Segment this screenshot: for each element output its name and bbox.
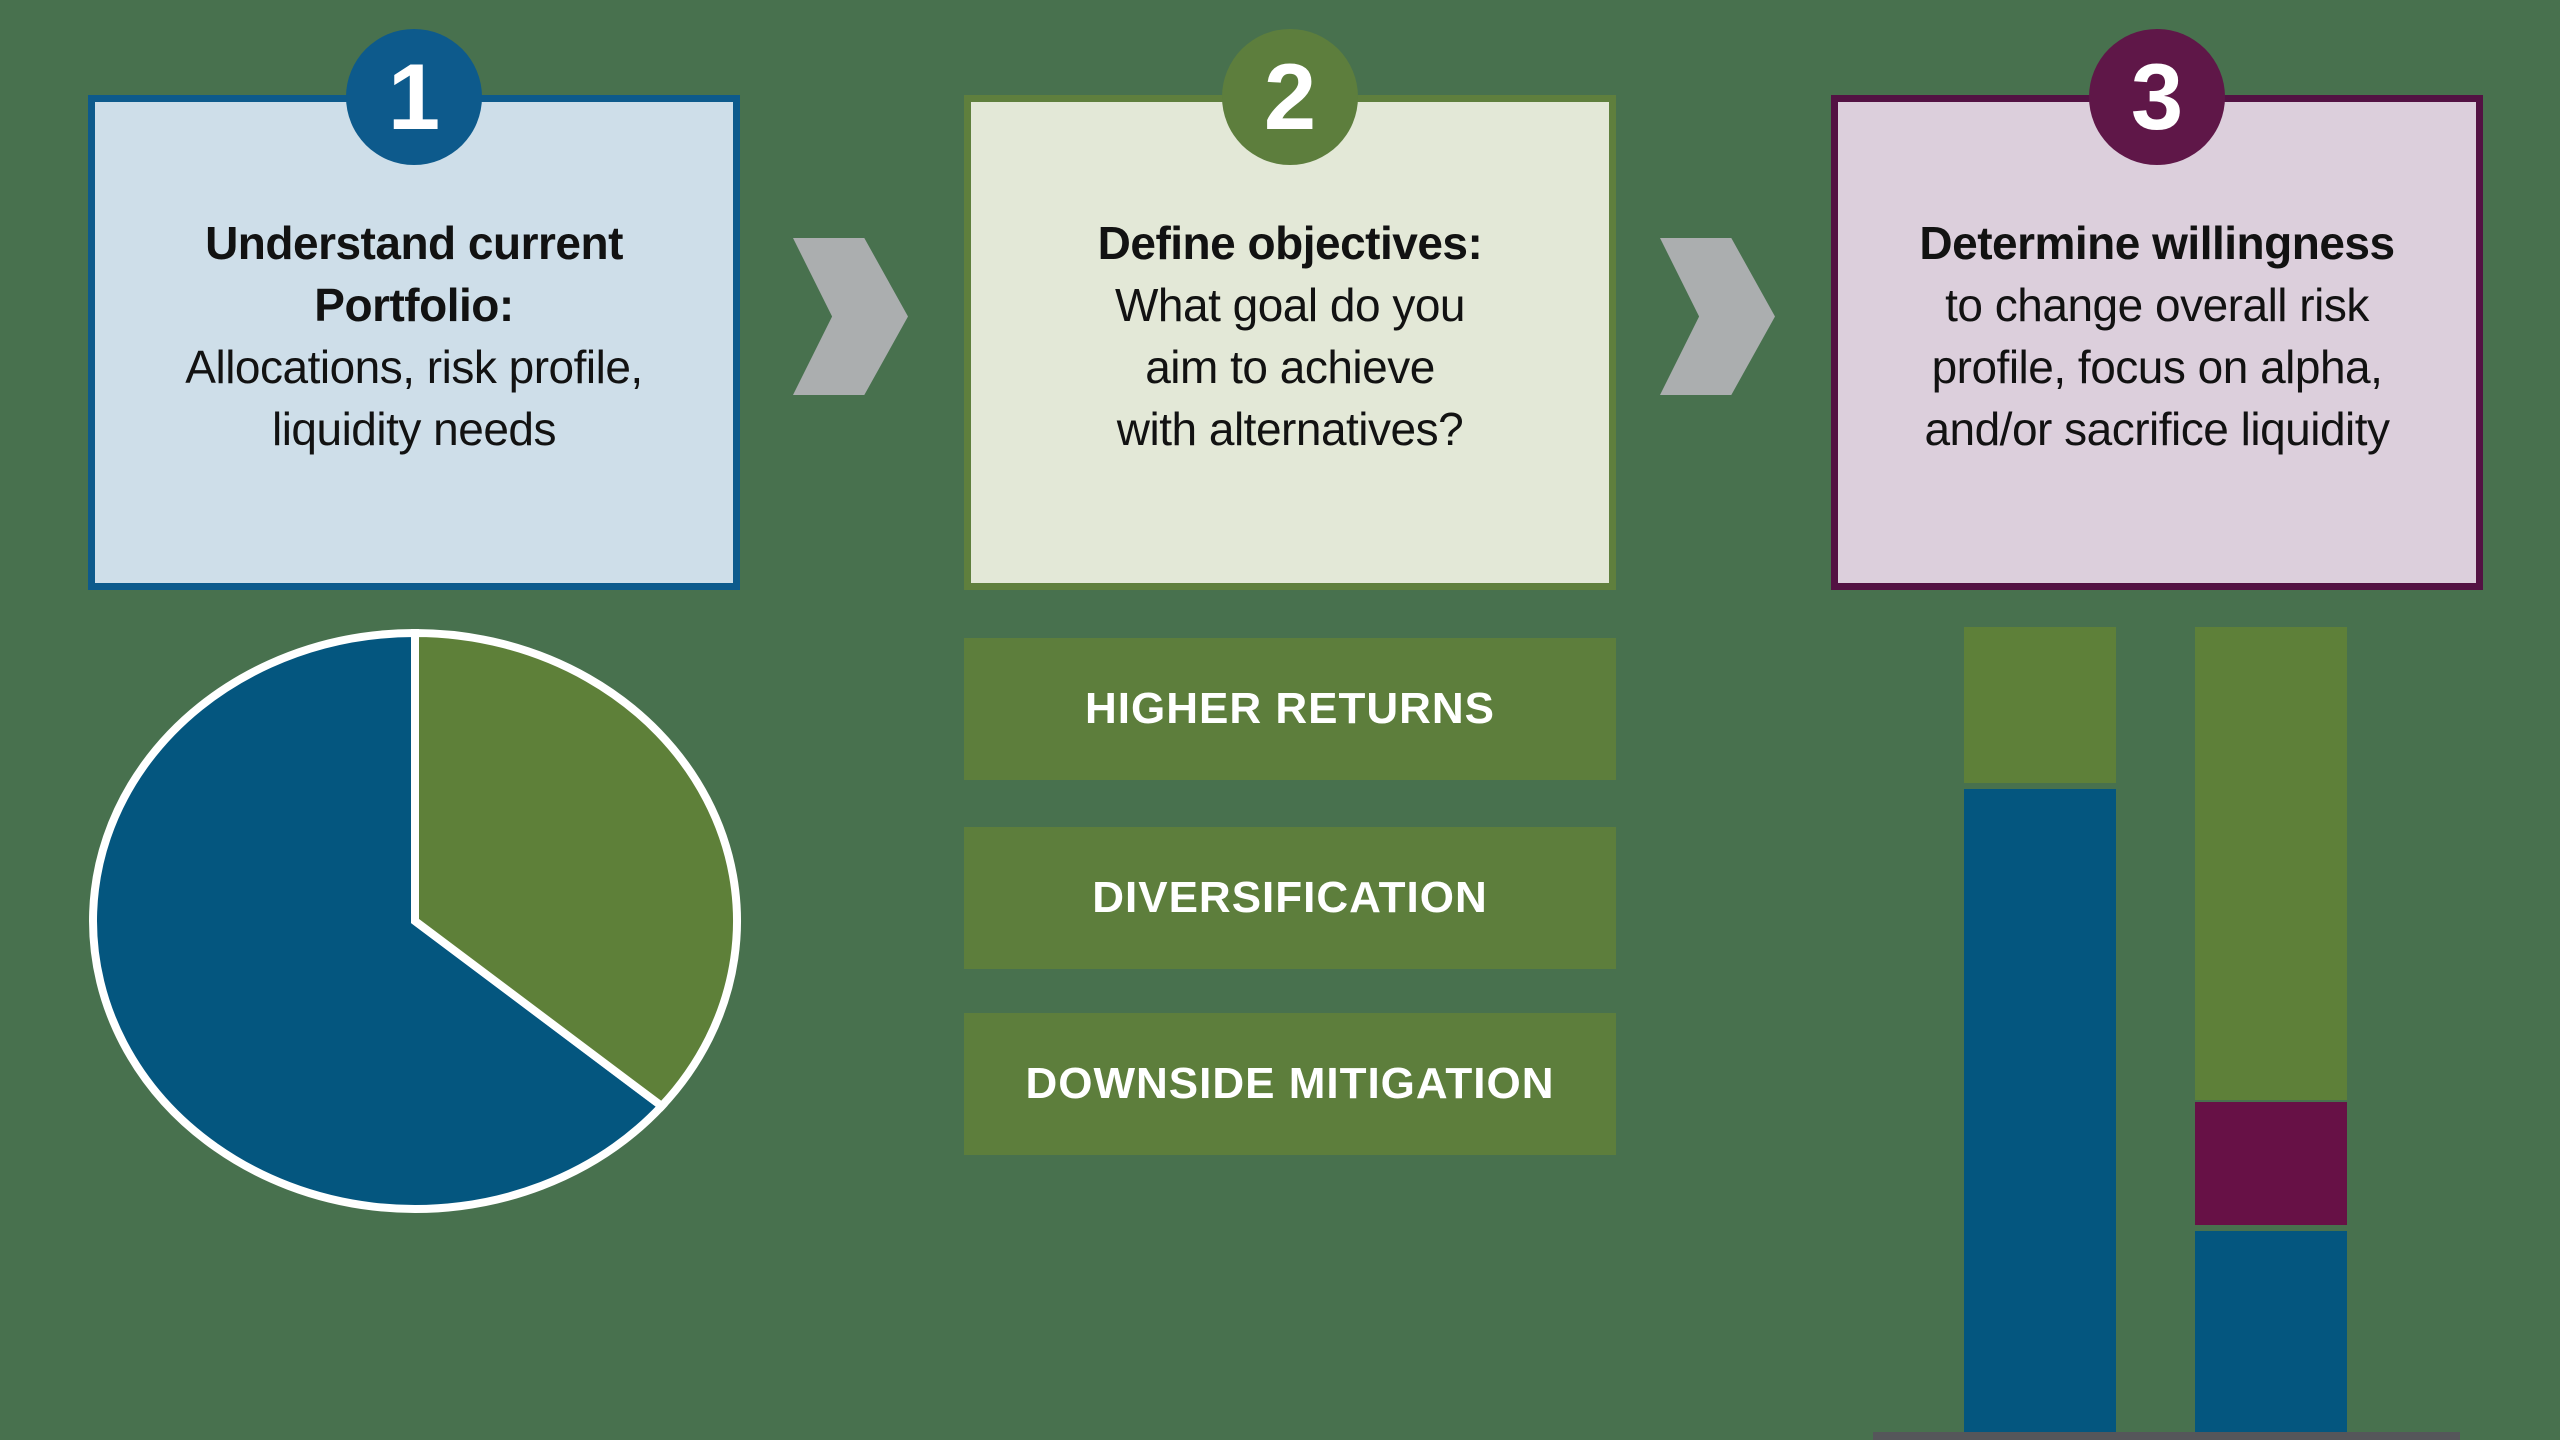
step-1-number-badge: 1 [346,29,482,165]
objective-label: HIGHER RETURNS [1084,684,1496,733]
objective-bar-higher-returns: HIGHER RETURNS [964,638,1616,780]
step-2-title-line: Define objectives: [1097,216,1483,269]
bar-chart-baseline-axis [1873,1432,2460,1440]
step-2-card: Define objectives: What goal do you aim … [964,95,1616,590]
pie-slice-green [411,628,742,1112]
objective-label: DIVERSIFICATION [1092,873,1488,922]
step-1-text: Understand current Portfolio: Allocation… [185,212,643,460]
step-1-title-line: Portfolio: [314,278,514,331]
step-1-card: Understand current Portfolio: Allocation… [88,95,740,590]
step-3-card: Determine willingness to change overall … [1831,95,2483,590]
objective-label: DOWNSIDE MITIGATION [1025,1059,1555,1108]
step-3-body-line: and/or sacrifice liquidity [1924,402,2390,455]
step-2-number-badge: 2 [1222,29,1358,165]
step-3-number-badge: 3 [2089,29,2225,165]
step-1-title-line: Understand current [205,216,623,269]
step-1-body-line: Allocations, risk profile, [185,340,643,393]
step-3-title-line: Determine willingness [1919,216,2395,269]
step-2-body-line: What goal do you [1114,278,1466,331]
stacked-bar-right-purple-segment [2195,1102,2347,1225]
objective-bar-diversification: DIVERSIFICATION [964,827,1616,969]
step-1-body-line: liquidity needs [271,402,557,455]
chevron-right-icon [1660,238,1775,395]
stacked-bar-right-green-segment [2195,627,2347,1100]
stacked-bar-left-green-segment [1964,627,2116,783]
step-3-text: Determine willingness to change overall … [1919,212,2395,460]
stacked-bar-left-blue-segment [1964,789,2116,1432]
step-2-text: Define objectives: What goal do you aim … [1098,212,1483,460]
pie-chart [89,628,742,1213]
step-3-body-line: profile, focus on alpha, [1931,340,2383,393]
step-2-body-line: aim to achieve [1145,340,1435,393]
objective-bar-downside-mitigation: DOWNSIDE MITIGATION [964,1013,1616,1155]
stacked-bar-right-blue-segment [2195,1231,2347,1432]
step-3-body-line: to change overall risk [1945,278,2369,331]
pie-slice-blue [89,628,668,1213]
chevron-right-icon [793,238,908,395]
step-2-body-line: with alternatives? [1116,402,1464,455]
